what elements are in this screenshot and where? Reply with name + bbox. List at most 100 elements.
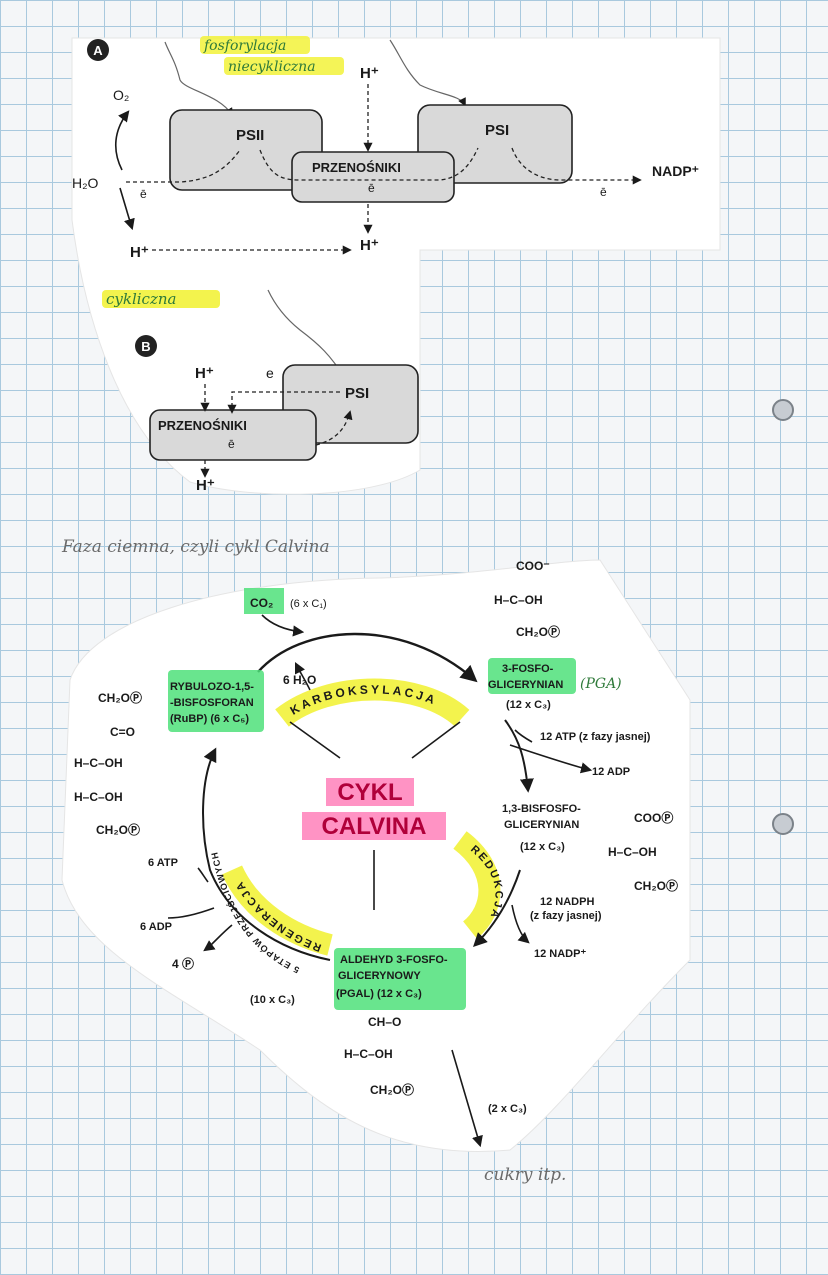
electron-b: e xyxy=(266,365,274,381)
note-cyclic-highlight xyxy=(102,290,220,308)
light-arrow-ps2 xyxy=(164,41,233,117)
bpg-f1: COOⓅ xyxy=(634,810,673,825)
carriers-box xyxy=(291,151,455,203)
h2o-label: H₂O xyxy=(72,175,99,191)
flow-h2o-ps2 xyxy=(126,149,241,183)
h-plus-b-bottom: H⁺ xyxy=(196,477,215,494)
co2-arrow xyxy=(261,614,305,637)
note-cyclic: cykliczna xyxy=(106,290,176,308)
light-arrow-cyclic xyxy=(267,289,346,380)
h-plus-top: H⁺ xyxy=(360,65,379,82)
marker-b-label: B xyxy=(141,339,150,354)
gap-highlight xyxy=(334,948,466,1010)
pga-f3: CH₂OⓅ xyxy=(516,624,560,639)
note-noncyclic: niecykliczna xyxy=(228,59,316,75)
note-highlight-2 xyxy=(224,57,344,75)
h-arrow-down xyxy=(119,187,135,231)
sugars-note: cukry itp. xyxy=(484,1165,566,1185)
binder-hole-upper xyxy=(772,399,794,421)
bpg-f3: CH₂OⓅ xyxy=(634,878,678,893)
co2-count: (6 x C₁) xyxy=(290,598,327,610)
pga-highlight xyxy=(488,658,576,694)
adp-out-label: 12 ADP xyxy=(592,766,630,778)
h-plus-left: H⁺ xyxy=(130,244,149,261)
ps1-box xyxy=(417,104,573,184)
output-arrow xyxy=(451,1049,483,1148)
carriers-label: PRZENOŚNIKI xyxy=(312,160,401,175)
marker-b xyxy=(135,335,157,357)
rubp-formula: CH₂OⓅ C=O H–C–OH H–C–OH CH₂OⓅ xyxy=(74,690,142,837)
cyclic-to-ps1 xyxy=(315,410,353,446)
heading-dark-phase: Faza ciemna, czyli cykl Calvina xyxy=(61,537,330,557)
divider-left xyxy=(289,721,341,759)
gap-f3: CH₂OⓅ xyxy=(370,1082,414,1097)
rubp-highlight xyxy=(168,670,264,732)
adp6-label: 6 ADP xyxy=(140,921,172,933)
bpg-line2: GLICERYNIAN xyxy=(504,819,579,831)
bpg-line1: 1,3-BISFOSFO- xyxy=(502,803,581,815)
rubp-f4: H–C–OH xyxy=(74,790,123,804)
rubp-f1: CH₂OⓅ xyxy=(98,690,142,705)
rubp-line2: -BISFOSFORAN xyxy=(170,697,254,709)
electron-1: ē xyxy=(140,187,147,201)
divider-right xyxy=(411,721,461,759)
light-arrow-ps1 xyxy=(389,39,466,107)
flow-ps1-nadp xyxy=(511,147,642,185)
atp-in-label: 12 ATP (z fazy jasnej) xyxy=(540,731,651,743)
co2-label: CO₂ xyxy=(250,596,273,610)
note-phosphorylation: fosforylacja xyxy=(203,38,286,54)
h-plus-bottom: H⁺ xyxy=(360,237,379,254)
adp-arrow xyxy=(509,744,593,774)
nadp-out-label: 12 NADP⁺ xyxy=(534,948,586,960)
adp6-arrow xyxy=(167,907,215,919)
rubp-f5: CH₂OⓅ xyxy=(96,822,140,837)
nadph-label-1: 12 NADPH xyxy=(540,896,594,908)
pga-formula: COO⁻ H–C–OH CH₂OⓅ xyxy=(494,559,560,639)
h2o-arrow xyxy=(294,661,311,691)
cycle-title-line1: CYKL xyxy=(337,779,402,806)
ps1-label: PSI xyxy=(485,122,509,139)
title-highlight-1 xyxy=(326,778,414,806)
reduction-highlight xyxy=(453,831,501,939)
two-c3-label: (2 x C₃) xyxy=(488,1103,527,1115)
ten-c3-label: (10 x C₃) xyxy=(250,994,295,1006)
cycle-arc-left xyxy=(202,747,331,961)
atp-arrow xyxy=(514,729,533,743)
atp6-label: 6 ATP xyxy=(148,857,178,869)
rubp-f3: H–C–OH xyxy=(74,756,123,770)
gap-formula: CH–O H–C–OH CH₂OⓅ xyxy=(344,1015,414,1097)
nadph-label-2: (z fazy jasnej) xyxy=(530,910,602,922)
cycle-arc-top xyxy=(257,632,478,683)
electron-carriers: ē xyxy=(368,181,375,195)
pga-line2: GLICERYNIAN xyxy=(488,679,563,691)
pga-count: (12 x C₃) xyxy=(506,699,551,711)
gap-f2: H–C–OH xyxy=(344,1047,393,1061)
gap-f1: CH–O xyxy=(368,1015,401,1029)
pga-f1: COO⁻ xyxy=(516,559,550,573)
rubp-f2: C=O xyxy=(110,725,135,739)
cycle-arc-reduction xyxy=(473,869,521,947)
binder-hole-lower xyxy=(772,813,794,835)
p4-label: 4 Ⓟ xyxy=(172,956,194,971)
bpg-formula: COOⓅ H–C–OH CH₂OⓅ xyxy=(608,810,678,893)
o2-label: O₂ xyxy=(113,87,129,103)
nadp-label: NADP⁺ xyxy=(652,163,699,179)
cyclic-return xyxy=(227,391,340,414)
electron-b-bar: ē xyxy=(228,437,235,451)
rubp-line1: RYBULOZO-1,5- xyxy=(170,681,254,693)
title-highlight-2 xyxy=(302,812,446,840)
bpg-count: (12 x C₃) xyxy=(520,841,565,853)
ps2-label: PSII xyxy=(236,127,264,144)
h-plus-b-top: H⁺ xyxy=(195,365,214,382)
o2-arrow xyxy=(114,110,130,171)
cycle-title-line2: CALVINA xyxy=(322,813,427,840)
h2o-label-cycle: 6 H₂O xyxy=(283,673,316,687)
gap-line3: (PGAL) (12 x C₃) xyxy=(336,988,422,1000)
pga-f2: H–C–OH xyxy=(494,593,543,607)
pga-line1: 3-FOSFO- xyxy=(502,663,554,675)
atp6-arrow xyxy=(197,867,209,883)
rubp-line3: (RuBP) (6 x C₅) xyxy=(170,713,249,725)
pga-note: (PGA) xyxy=(580,676,622,692)
p4-arrow xyxy=(203,924,233,952)
